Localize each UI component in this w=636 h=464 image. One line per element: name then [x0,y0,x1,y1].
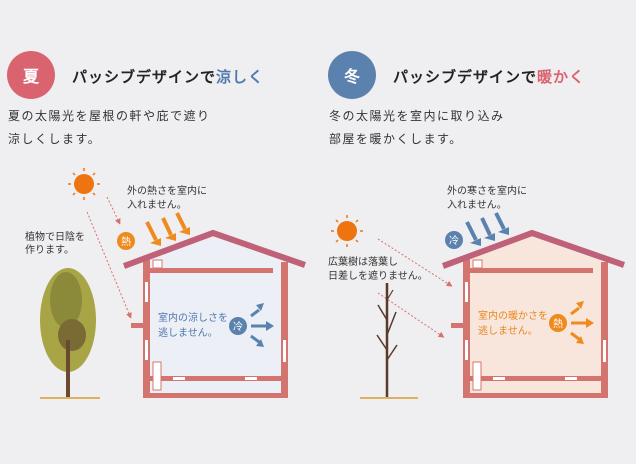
summer-badge: 夏 [7,51,55,99]
inside-label: 室内の暖かさを [478,309,548,322]
tree-label: 広葉樹は落葉し [328,255,398,268]
cold-badge [445,231,463,249]
summer-title: パッシブデザインで涼しく [72,66,264,87]
winter-title-accent: 暖かく [537,68,586,86]
inside-label: 室内の涼しさを [158,311,228,324]
winter-title-prefix: パッシブデザインで [393,68,538,86]
heat-badge-label: 熱 [553,317,563,330]
bare-tree-icon [360,283,418,399]
summer-title-accent: 涼しく [216,68,265,86]
cold-label: 入れません。 [447,199,507,211]
cool-badge-label: 冷 [233,320,243,333]
winter-title: パッシブデザインで暖かく [393,66,585,87]
winter-house [441,229,625,398]
winter-desc-line1: 冬の太陽光を室内に取り込み [329,109,505,123]
summer-house [122,229,306,398]
winter-badge: 冬 [328,51,376,99]
winter-description: 冬の太陽光を室内に取り込み部屋を暖かくします。 [329,105,505,151]
heat-badge [117,232,135,250]
inside-label: 逃しません。 [478,324,538,337]
cold-badge-label: 冷 [449,234,459,247]
sunlight-ray [377,292,445,338]
tree-icon [40,268,100,399]
summer-desc-line1: 夏の太陽光を屋根の軒や庇で遮り [8,109,211,123]
summer-desc-line2: 涼しくします。 [8,132,102,146]
heat-badge-label: 熱 [121,235,131,248]
heat-label: 外の熱さを室内に [127,184,207,197]
sunlight-ray [86,211,132,319]
tree-label: 作ります。 [25,244,74,256]
heat-arrows [570,306,588,341]
cool-arrows [250,308,268,344]
summer-description: 夏の太陽光を屋根の軒や庇で遮り涼しくします。 [8,105,211,151]
winter-diagram: 外の寒さを室内に 入れません。 広葉樹は落葉し 日差しを遮りません。 冷 [328,184,625,399]
winter-desc-line2: 部屋を暖かくします。 [329,132,463,146]
inside-label: 逃しません。 [158,326,218,339]
summer-diagram: 外の熱さを室内に 入れません。 植物で日陰を 作ります。 熱 [25,168,306,399]
cold-arrows [465,212,506,241]
heat-badge [549,314,567,332]
heat-label: 入れません。 [127,199,187,211]
sun-icon [331,215,363,247]
tree-label: 日差しを遮りません。 [328,269,428,282]
sun-icon [68,168,100,200]
sunlight-ray [106,196,121,225]
heat-arrows [145,212,187,241]
cool-badge [229,317,247,335]
tree-label: 植物で日陰を [25,230,85,243]
cold-label: 外の寒さを室内に [447,184,527,197]
summer-title-prefix: パッシブデザインで [72,68,217,86]
